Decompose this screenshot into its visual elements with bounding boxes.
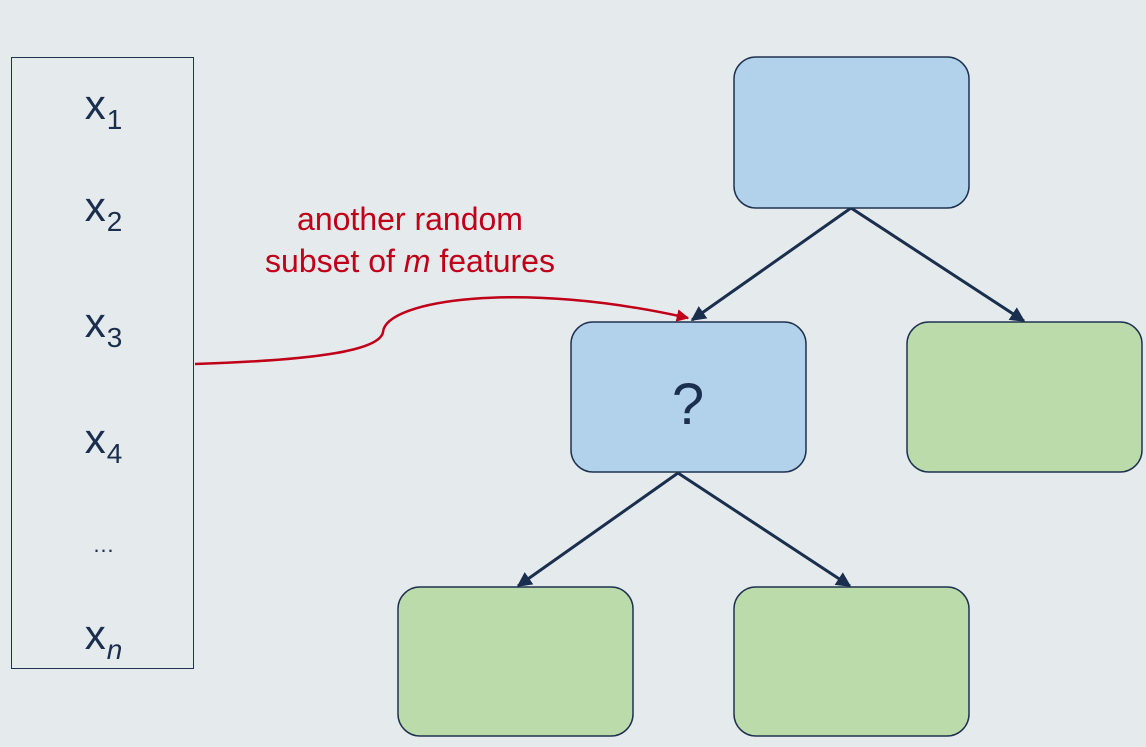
feature-x1-subscript: 1 (106, 104, 123, 135)
feature-x2-subscript: 2 (106, 206, 123, 237)
feature-x4: x4 (12, 415, 195, 468)
decision-node-question-mark: ? (672, 372, 704, 437)
annotation-variable-m: m (403, 243, 431, 279)
tree-decision-node (570, 321, 807, 473)
feature-xn-subscript: n (106, 634, 123, 665)
annotation-line-2: subset of m features (210, 240, 610, 282)
feature-x3: x3 (12, 299, 195, 352)
tree-leaf-node-right (906, 321, 1143, 473)
annotation-line-1: another random (297, 201, 523, 237)
edge-root-to-leaf-right (850, 206, 1026, 323)
feature-x2: x2 (12, 183, 195, 236)
annotation-line-2-suffix: features (430, 243, 555, 279)
feature-x1: x1 (12, 81, 195, 134)
feature-subset-connector (194, 296, 690, 366)
feature-x3-subscript: 3 (106, 322, 123, 353)
edge-decision-to-leaf-bottom-right (677, 471, 852, 588)
feature-list-panel: x1 x2 x3 x4 … xn (11, 57, 194, 669)
tree-leaf-node-bottom-left (397, 586, 634, 737)
feature-x4-base: x (84, 415, 106, 462)
feature-subset-annotation: another random subset of m features (210, 198, 610, 282)
feature-x3-base: x (84, 299, 106, 346)
feature-x4-subscript: 4 (106, 438, 123, 469)
annotation-line-2-prefix: subset of (265, 243, 404, 279)
feature-x2-base: x (84, 183, 106, 230)
edge-root-to-decision (690, 206, 852, 322)
feature-xn-base: x (84, 611, 106, 658)
tree-leaf-node-bottom-right (733, 586, 970, 737)
feature-ellipsis: … (12, 534, 195, 556)
edge-decision-to-leaf-bottom-left (516, 471, 679, 588)
feature-ellipsis-text: … (92, 532, 115, 557)
feature-x1-base: x (84, 81, 106, 128)
tree-root-node (733, 56, 970, 209)
feature-xn: xn (12, 611, 195, 664)
